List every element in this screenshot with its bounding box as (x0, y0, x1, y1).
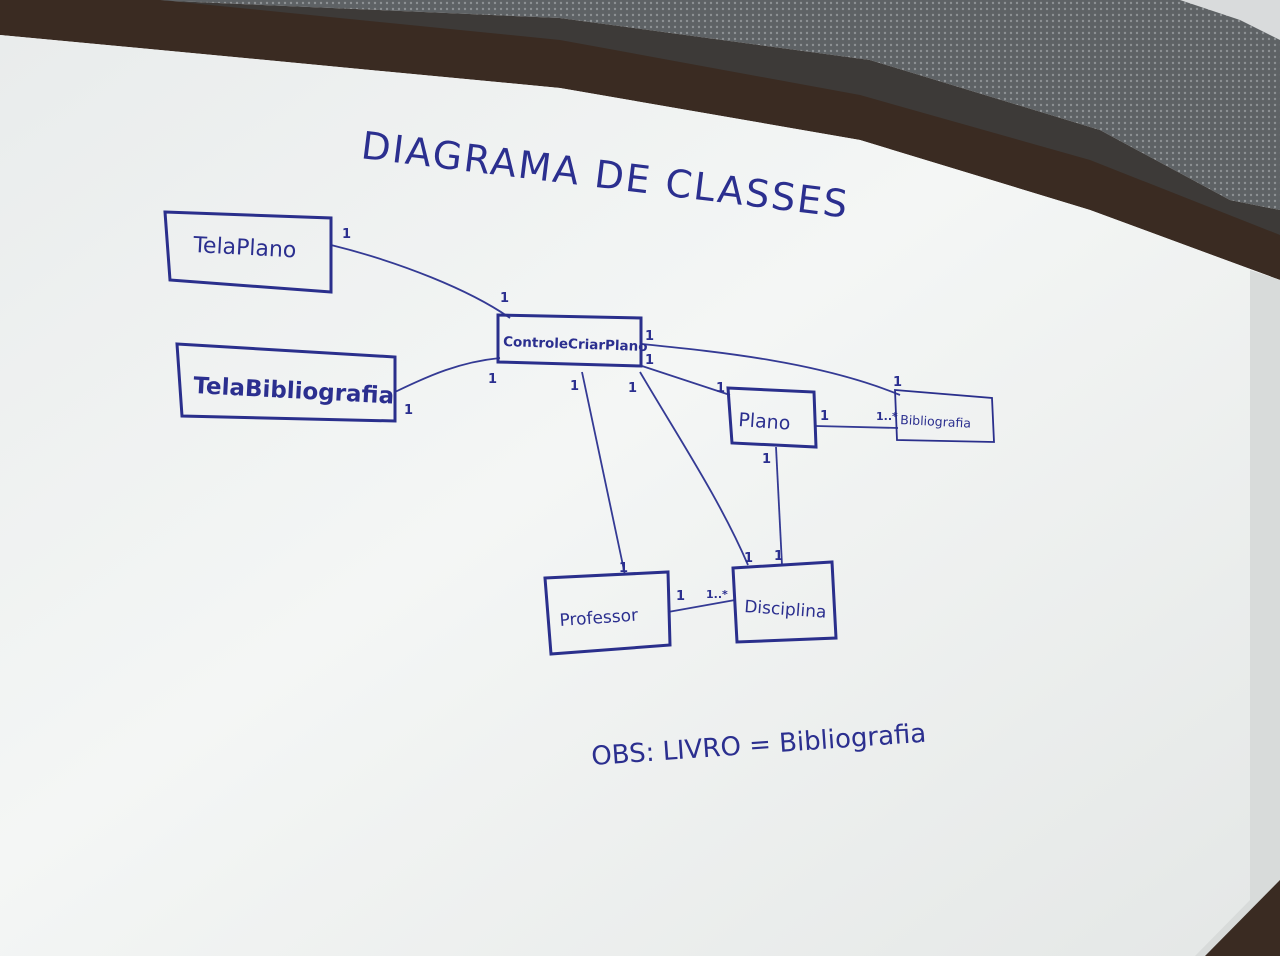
mult-plano-top: 1 (716, 381, 725, 396)
edge-telaplano-controle (330, 244, 511, 319)
mult-disciplina-left: 1..* (706, 588, 728, 601)
class-plano: Plano (726, 386, 818, 449)
mult-controle-right-top: 1 (645, 329, 654, 344)
multiplicity-labels: 1 1 1 1 1 1 1 1 1 1 1 1..* 1 1 1 1 1 1..… (342, 227, 902, 604)
mult-professor-right: 1 (676, 589, 685, 604)
class-controlecriarplano: ControleCriarPlano (496, 313, 648, 368)
class-disciplina: Disciplina (731, 560, 838, 644)
mult-bibliografia-left: 1..* (876, 410, 898, 423)
mult-controle-top: 1 (500, 291, 509, 306)
board-frame-top (0, 0, 1280, 280)
mult-professor-top: 1 (619, 561, 628, 576)
class-professor: Professor (543, 570, 672, 656)
edge-controle-bibliografia (641, 343, 901, 396)
class-bibliografia: Bibliografia (894, 389, 995, 443)
edge-plano-disciplina (775, 446, 783, 566)
class-box-disciplina (731, 560, 838, 644)
edge-controle-disciplina (639, 371, 749, 566)
edge-telabibliografia-controle (394, 357, 501, 393)
board-frame-right-dark (1205, 880, 1280, 956)
mult-controle-bottom-left: 1 (570, 379, 579, 394)
class-box-telaplano (163, 210, 333, 294)
mult-telaplano-side: 1 (342, 227, 351, 242)
ceiling-panel (150, 0, 1280, 210)
class-box-controlecriarplano (496, 313, 643, 368)
edge-controle-professor (581, 371, 626, 576)
edge-plano-bibliografia (815, 425, 899, 429)
class-label-controlecriarplano: ControleCriarPlano (503, 334, 648, 355)
edge-professor-disciplina (667, 599, 736, 613)
class-box-bibliografia (894, 389, 995, 443)
mult-controle-right-bottom: 1 (645, 353, 654, 368)
mult-disciplina-top-right: 1 (774, 549, 783, 564)
ceiling-light-strip (1180, 0, 1280, 40)
class-box-professor (543, 570, 672, 656)
mult-bibliografia-top: 1 (893, 375, 902, 390)
class-box-telabibliografia (175, 342, 397, 423)
class-telaplano: TelaPlano (163, 210, 333, 294)
mult-telabibliografia-side: 1 (404, 403, 413, 418)
whiteboard-surface (0, 35, 1280, 956)
mult-controle-left: 1 (488, 372, 497, 387)
mult-controle-bottom-right: 1 (628, 381, 637, 396)
mult-disciplina-top-left: 1 (744, 551, 753, 566)
class-label-bibliografia: Bibliografia (900, 412, 972, 431)
mult-plano-bottom: 1 (762, 452, 771, 467)
board-frame-right (1195, 270, 1280, 956)
association-lines (330, 244, 901, 613)
class-label-telaplano: TelaPlano (192, 233, 297, 263)
class-box-plano (726, 386, 818, 449)
edge-controle-plano (641, 365, 731, 396)
mult-plano-right: 1 (820, 409, 829, 424)
class-label-plano: Plano (738, 409, 791, 435)
